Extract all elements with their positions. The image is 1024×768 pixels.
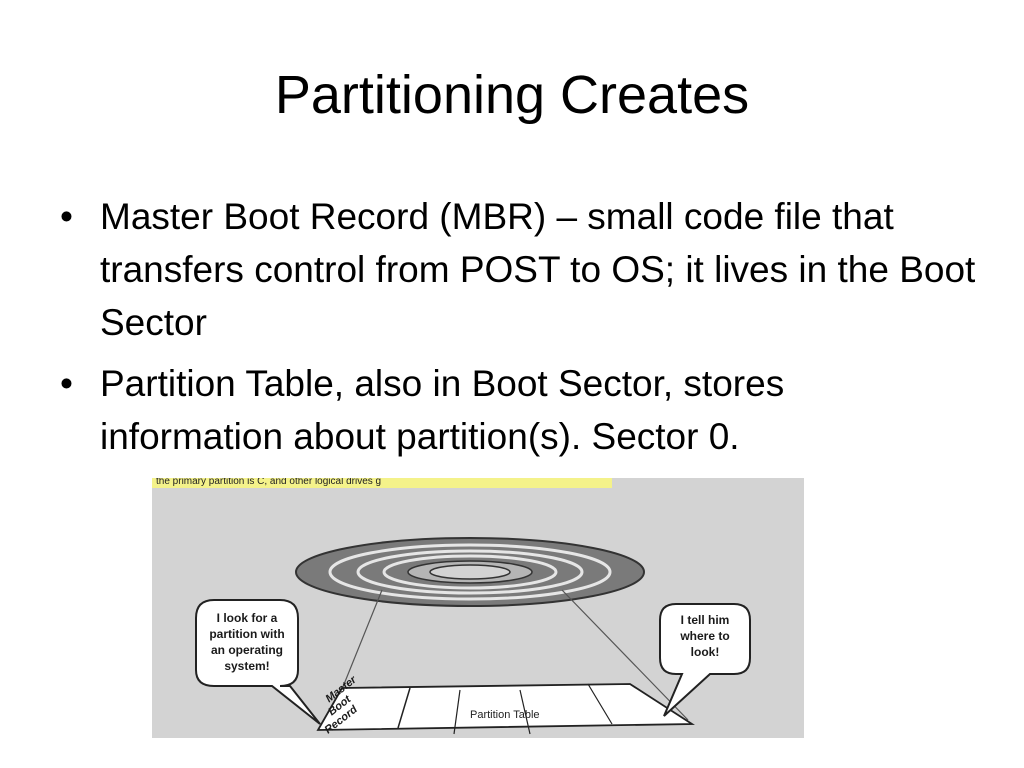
top-caption: the primary partition is C, and other lo… — [156, 478, 381, 487]
left-speech-bubble: I look for a partition with an operating… — [195, 599, 321, 725]
bullet-text: Partition Table, also in Boot Sector, st… — [100, 363, 785, 457]
highlight-strip — [152, 478, 612, 488]
right-speech-bubble: I tell him where to look! — [659, 603, 751, 717]
bullet-marker: • — [60, 363, 73, 404]
bullet-text: Master Boot Record (MBR) – small code fi… — [100, 196, 976, 343]
bullet-item-partition-table: • Partition Table, also in Boot Sector, … — [56, 357, 976, 463]
bullet-marker: • — [60, 196, 73, 237]
disk-diagram: the primary partition is C, and other lo… — [152, 478, 804, 746]
bullet-item-mbr: • Master Boot Record (MBR) – small code … — [56, 190, 976, 349]
svg-text:look!: look! — [691, 645, 720, 659]
svg-text:an operating: an operating — [211, 643, 283, 657]
bullet-list: • Master Boot Record (MBR) – small code … — [56, 190, 976, 471]
svg-text:partition with: partition with — [209, 627, 284, 641]
boot-sector-strip — [316, 683, 695, 735]
svg-text:I look for a: I look for a — [217, 611, 278, 625]
scan-bottom-edge — [152, 738, 804, 746]
slide-title: Partitioning Creates — [274, 65, 750, 125]
partition-table-label: Partition Table — [470, 709, 540, 721]
svg-text:where to: where to — [679, 629, 729, 643]
scanned-figure: the primary partition is C, and other lo… — [152, 478, 804, 746]
svg-text:system!: system! — [224, 659, 269, 673]
svg-text:I tell him: I tell him — [681, 613, 730, 627]
disk-platter — [295, 537, 645, 607]
